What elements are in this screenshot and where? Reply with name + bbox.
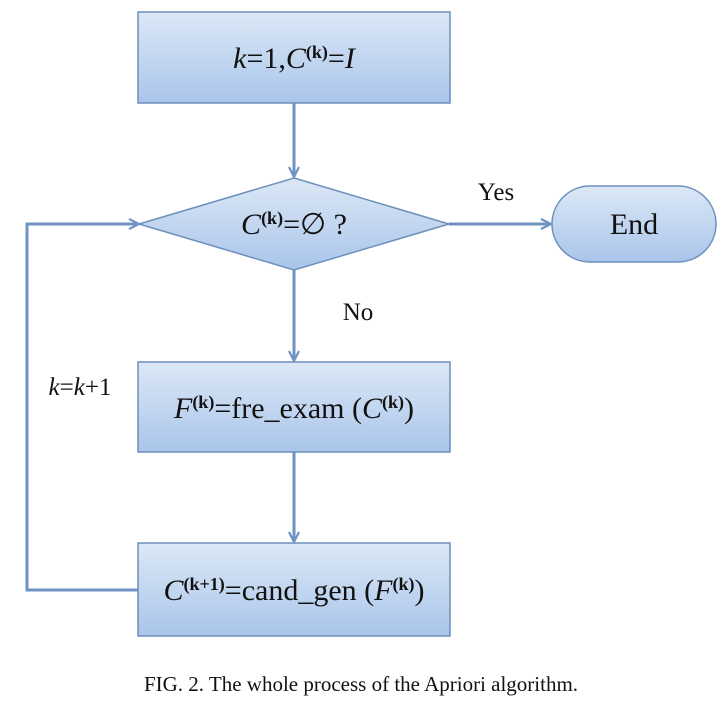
init-box [137, 11, 451, 104]
arrow-loop-back [25, 224, 138, 592]
cand-gen-box [137, 542, 451, 637]
cand-gen-text: C(k+1)=cand_gen (F(k)) [164, 574, 425, 607]
fre-exam-text: F(k)=fre_exam (C(k)) [173, 392, 414, 425]
end-label: End [610, 208, 658, 241]
end-terminal [551, 185, 717, 263]
loop-label: k=k+1 [49, 374, 112, 401]
decision-text: C(k)=∅ ? [241, 208, 347, 241]
decision-diamond [136, 177, 452, 271]
figure-caption: FIG. 2. The whole process of the Apriori… [143, 672, 579, 696]
fre-exam-box [137, 361, 451, 453]
no-label: No [343, 299, 374, 326]
init-text: k=1,C(k)=I [233, 42, 357, 75]
yes-label: Yes [478, 179, 514, 206]
